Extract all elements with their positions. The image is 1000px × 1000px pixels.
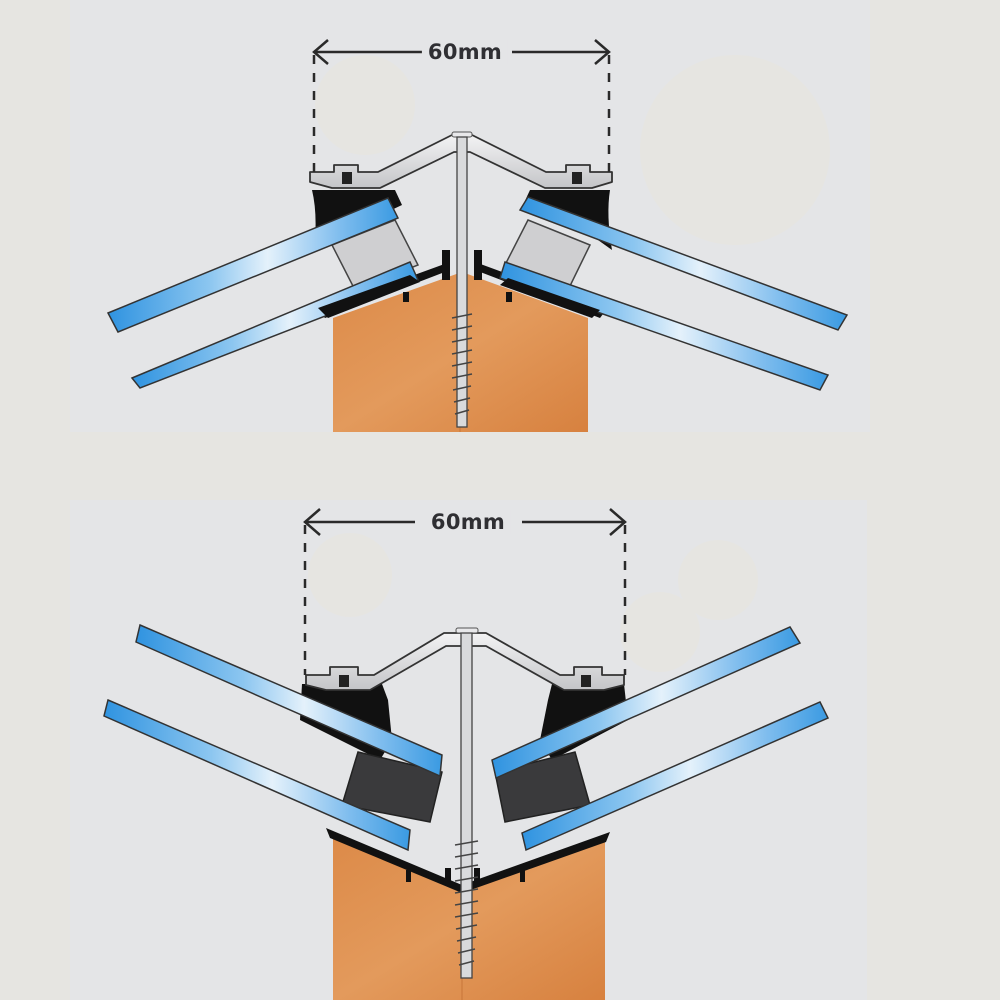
dimension-label: 60mm [421,40,509,64]
ridge-section-shallow [106,39,849,432]
ridge-section-steep [103,508,830,1000]
screw [451,131,473,428]
background-circle [315,55,415,155]
screw [454,627,479,979]
glazing-unit-right [499,190,849,391]
dimension-60mm-bottom [303,508,627,675]
background-circle [678,540,758,620]
background-circle [640,55,830,245]
background-circle [620,592,700,672]
base-gasket-right [462,832,610,893]
ridge-cap [305,632,625,691]
diagram-top-panel: 60mm [70,0,870,432]
diagram-bottom-panel: 60mm [70,500,867,1000]
glazing-unit-right [491,626,830,852]
base-gasket-left [326,828,462,893]
background-circle [308,533,392,617]
glazing-unit-left [106,190,420,389]
dimension-label: 60mm [424,510,512,534]
glazing-unit-left [103,623,443,852]
dimension-60mm-top [312,39,611,172]
